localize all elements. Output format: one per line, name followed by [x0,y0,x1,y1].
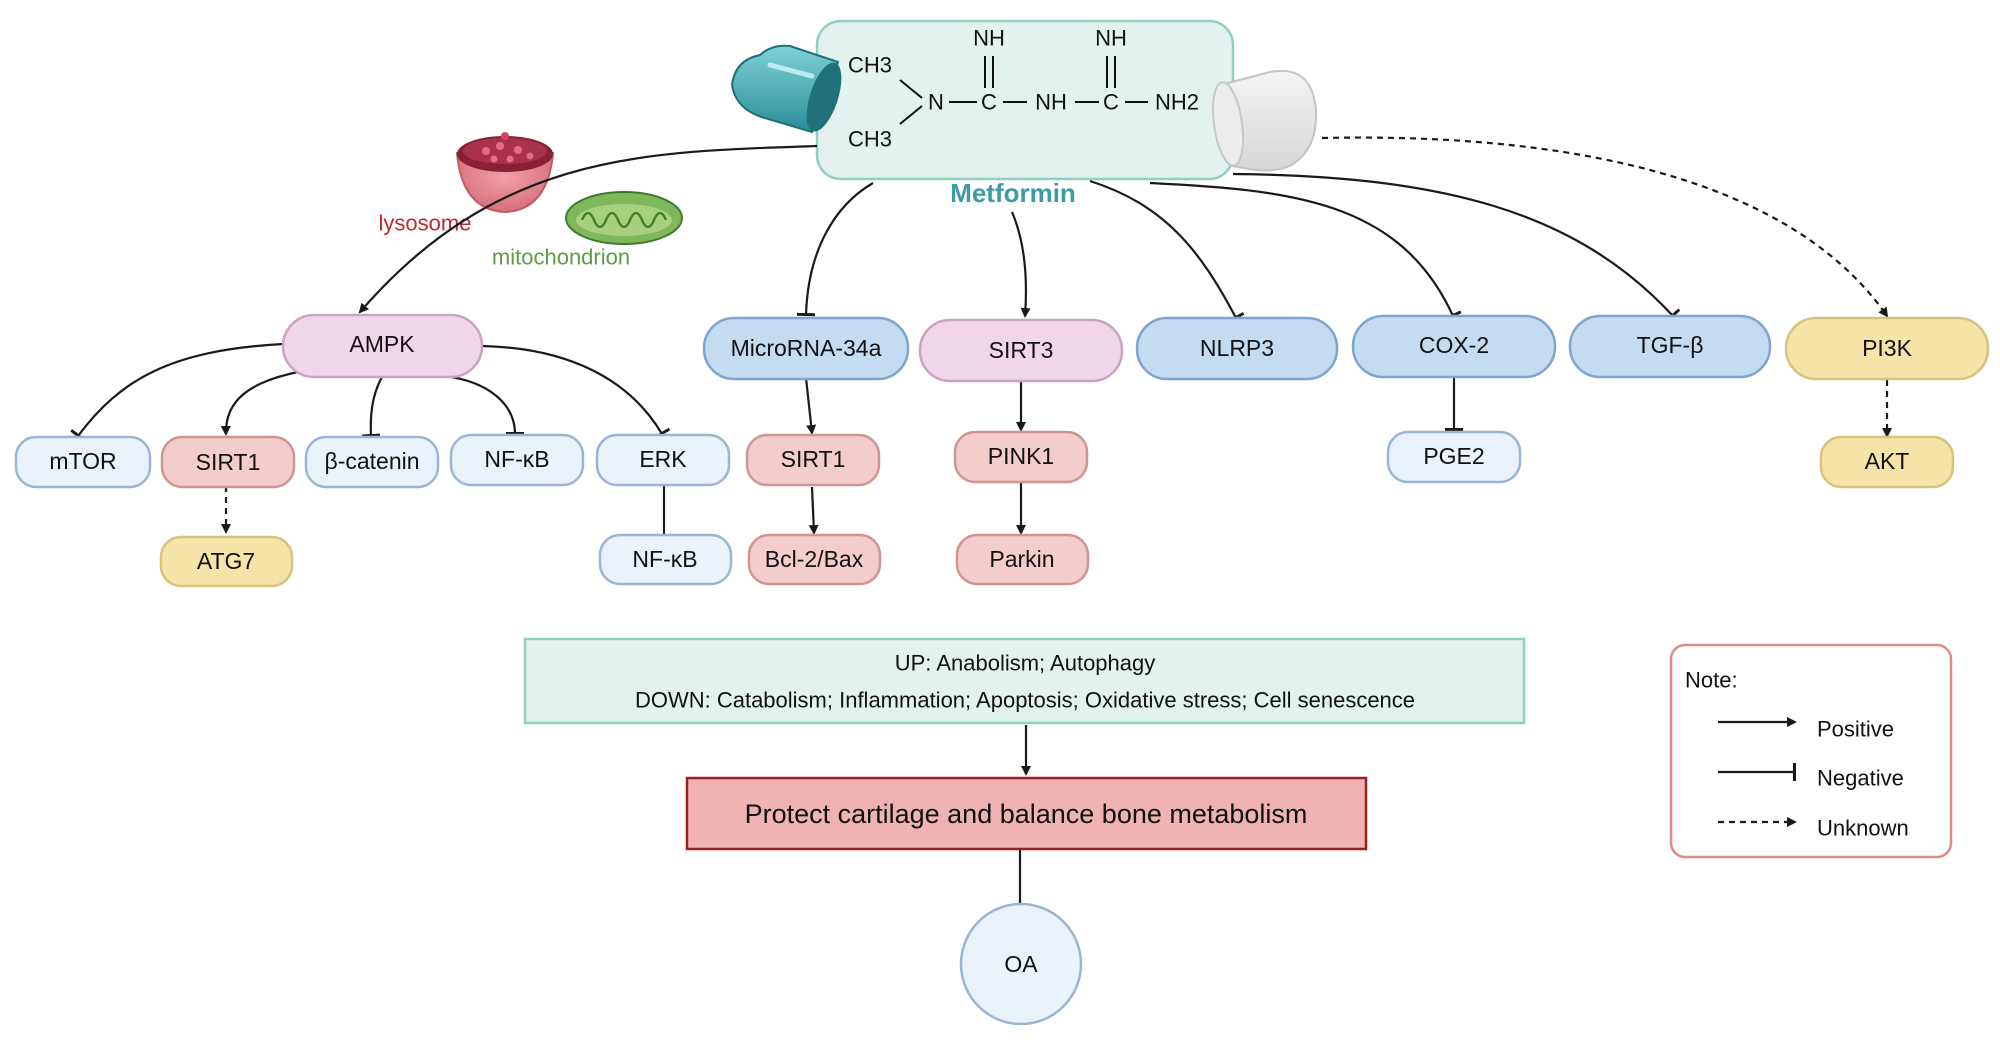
edge-ampk-nfkb [444,374,525,436]
nh2-label: NH2 [1155,90,1199,115]
node-mtor-label: mTOR [49,448,116,474]
node-ampk: AMPK [281,313,484,379]
node-cox2-label: COX-2 [1419,332,1489,358]
node-beta-catenin: β-catenin [304,435,440,489]
edge-metformin-cox2 [1149,181,1462,321]
legend-unknown-label: Unknown [1817,816,1909,841]
teal-capsule-icon [730,44,842,134]
node-pink1-label: PINK1 [988,443,1054,469]
metformin-structure: CH3 CH3 N C NH C NH2 NH NH Metformin [730,19,1318,208]
node-nlrp3: NLRP3 [1135,316,1339,381]
outcome-box: Protect cartilage and balance bone metab… [685,776,1368,851]
edge-sirt1-bcl2bax [808,486,819,535]
nh-top2-label: NH [1095,26,1127,51]
mitochondrion-icon [565,191,683,245]
node-parkin: Parkin [955,533,1090,586]
node-akt-label: AKT [1865,448,1910,474]
legend-negative-label: Negative [1817,766,1904,791]
node-nf-kb-erk: NF-κB [598,533,733,586]
edge-ampk-sirt1 [220,370,299,436]
node-tgfb-label: TGF-β [1637,332,1704,358]
node-pi3k: PI3K [1784,316,1990,381]
nodes: AMPK MicroRNA-34a SIRT3 NLRP3 COX-2 TGF-… [14,313,1990,588]
legend-title: Note: [1685,668,1738,693]
node-pge2-label: PGE2 [1423,443,1484,469]
grey-capsule-icon [1211,69,1318,172]
node-sirt3-label: SIRT3 [989,337,1054,363]
edge-metformin-nlrp3 [1089,179,1245,324]
edge-metformin-ampk [358,144,818,314]
node-nfkbb-label: NF-κB [632,546,697,572]
node-microrna-34a: MicroRNA-34a [702,316,910,381]
mitochondrion-label: mitochondrion [492,245,630,270]
node-sirt3: SIRT3 [918,318,1124,383]
node-atg7-label: ATG7 [197,548,255,574]
ch3-bottom-label: CH3 [848,127,892,152]
ch3-top-label: CH3 [848,53,892,78]
nh-mid-label: NH [1035,90,1067,115]
edge-metformin-microrna [796,182,874,317]
node-ampk-label: AMPK [349,331,415,357]
node-sirt1a-label: SIRT1 [196,449,261,475]
n-atom-label: N [928,90,944,115]
node-pi3k-label: PI3K [1862,335,1913,361]
node-bcatenin-label: β-catenin [324,448,419,474]
node-akt: AKT [1819,435,1955,489]
edge-ampk-mtor [70,342,284,443]
edge-metformin-sirt3 [1010,211,1031,318]
node-parkin-label: Parkin [989,546,1054,572]
node-nf-kb-ampk: NF-κB [449,433,585,487]
node-sirt1b-label: SIRT1 [781,446,846,472]
legend-box [1669,643,1953,859]
effects-box: UP: Anabolism; Autophagy DOWN: Catabolis… [523,637,1526,725]
edge-ampk-erk [481,344,671,440]
c1-atom-label: C [981,90,997,115]
lysosome-label: lysosome [379,211,472,236]
node-pge2: PGE2 [1386,430,1522,484]
node-nlrp3-label: NLRP3 [1200,335,1274,361]
oa-label: OA [1004,951,1038,977]
legend-positive-label: Positive [1817,717,1894,742]
node-bcl2-bax: Bcl-2/Bax [747,533,882,586]
node-pink1: PINK1 [953,430,1089,484]
edge-ampk-bcatenin [361,376,383,438]
edge-metformin-tgfb [1232,172,1681,323]
edges [70,136,1892,907]
node-bcl2bax-label: Bcl-2/Bax [765,546,864,572]
outcome-text: Protect cartilage and balance bone metab… [745,799,1308,829]
node-cox-2: COX-2 [1351,314,1557,379]
effects-down-text: DOWN: Catabolism; Inflammation; Apoptosi… [635,688,1415,713]
lysosome-icon [455,132,555,214]
metformin-title: Metformin [950,178,1076,208]
c2-atom-label: C [1103,90,1119,115]
edge-metformin-pi3k [1321,136,1889,318]
nh-top1-label: NH [973,26,1005,51]
node-erk-label: ERK [639,446,687,472]
node-microrna-label: MicroRNA-34a [731,335,882,361]
oa-node: OA [959,902,1083,1026]
node-erk: ERK [595,433,731,487]
node-sirt1-ampk: SIRT1 [160,435,296,489]
effects-up-text: UP: Anabolism; Autophagy [895,651,1156,676]
legend: Note: Positive Negative Unknown [1669,643,1953,859]
node-atg7: ATG7 [159,535,294,588]
node-mtor: mTOR [14,435,152,489]
node-nfkba-label: NF-κB [484,446,549,472]
node-sirt1-microrna: SIRT1 [745,433,881,487]
node-tgf-beta: TGF-β [1568,314,1772,379]
edge-microrna-sirt1 [804,377,817,435]
